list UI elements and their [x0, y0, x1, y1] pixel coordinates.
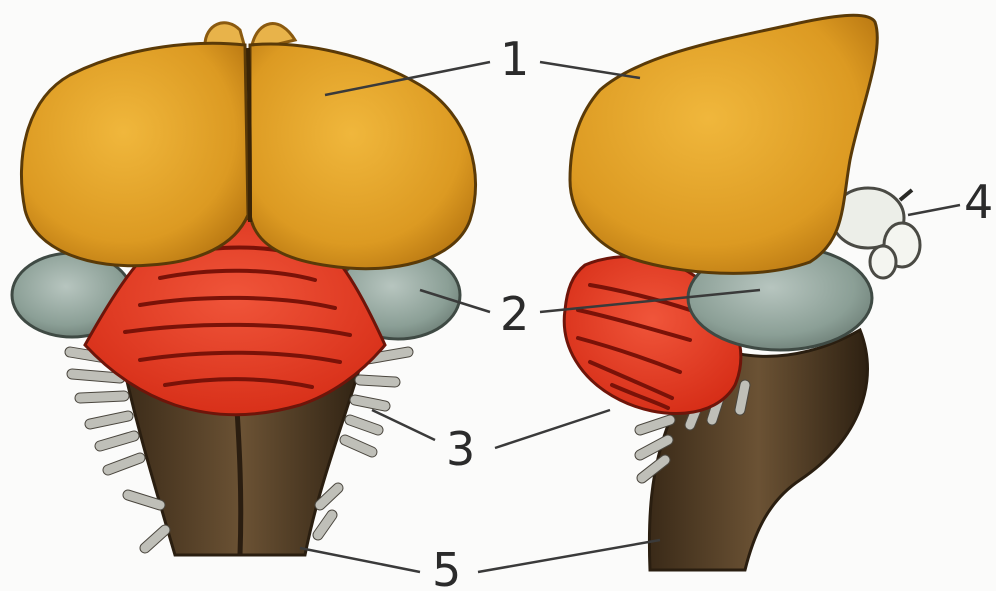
- label-medulla: 5: [432, 543, 461, 591]
- cerebral-hemisphere-lateral: [570, 15, 877, 273]
- label-diencephalon: 4: [964, 175, 993, 229]
- leader-5-right: [478, 540, 660, 572]
- label-forebrain: 1: [500, 32, 529, 86]
- leader-1-right: [540, 62, 640, 78]
- cerebral-hemisphere-left: [21, 43, 248, 265]
- label-cerebellum: 3: [446, 422, 475, 476]
- cerebral-hemisphere-right: [250, 44, 476, 269]
- leader-5-left: [300, 548, 420, 572]
- dorsal-view: [12, 23, 476, 555]
- leader-3-right: [495, 410, 610, 448]
- label-midbrain: 2: [500, 287, 529, 341]
- leader-4: [908, 205, 960, 215]
- leader-3-left: [372, 410, 435, 440]
